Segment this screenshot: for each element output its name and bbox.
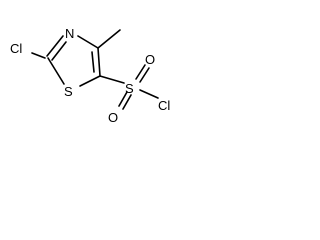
bond-c2-n-2 [51,41,67,61]
atom-cl-left: Cl [10,41,22,56]
bond-c2-n-1 [46,35,64,57]
bond-n-c4 [77,35,99,49]
structure-diagram: Cl N S S O O Cl [0,0,192,132]
bond-c5-s2 [99,75,125,84]
atom-labels: Cl N S S O O Cl [10,26,170,125]
atom-cl-right: Cl [158,98,170,113]
atom-o-bottom: O [108,110,118,125]
bond-s2-cl [139,89,159,99]
bond-s2-o-top-1 [135,64,146,80]
atom-s-ring: S [64,84,73,99]
bond-s2-o-top-2 [139,67,150,83]
bond-c5-s1 [79,75,101,87]
bond-c4-c5-1 [97,47,101,77]
bond-s2-o-bottom-2 [122,94,132,110]
bond-cl-c2 [31,52,46,59]
bond-c4-c5-2 [91,51,95,73]
atom-s-sulfonyl: S [125,81,134,96]
bond-s1-c2 [47,57,65,85]
atom-n-ring: N [65,26,74,41]
bond-s2-o-bottom-1 [118,91,128,107]
bond-c4-methyl [97,29,121,49]
molecule-drawing: Cl N S S O O Cl [10,26,170,125]
bonds [31,29,159,110]
atom-o-top: O [145,52,155,67]
